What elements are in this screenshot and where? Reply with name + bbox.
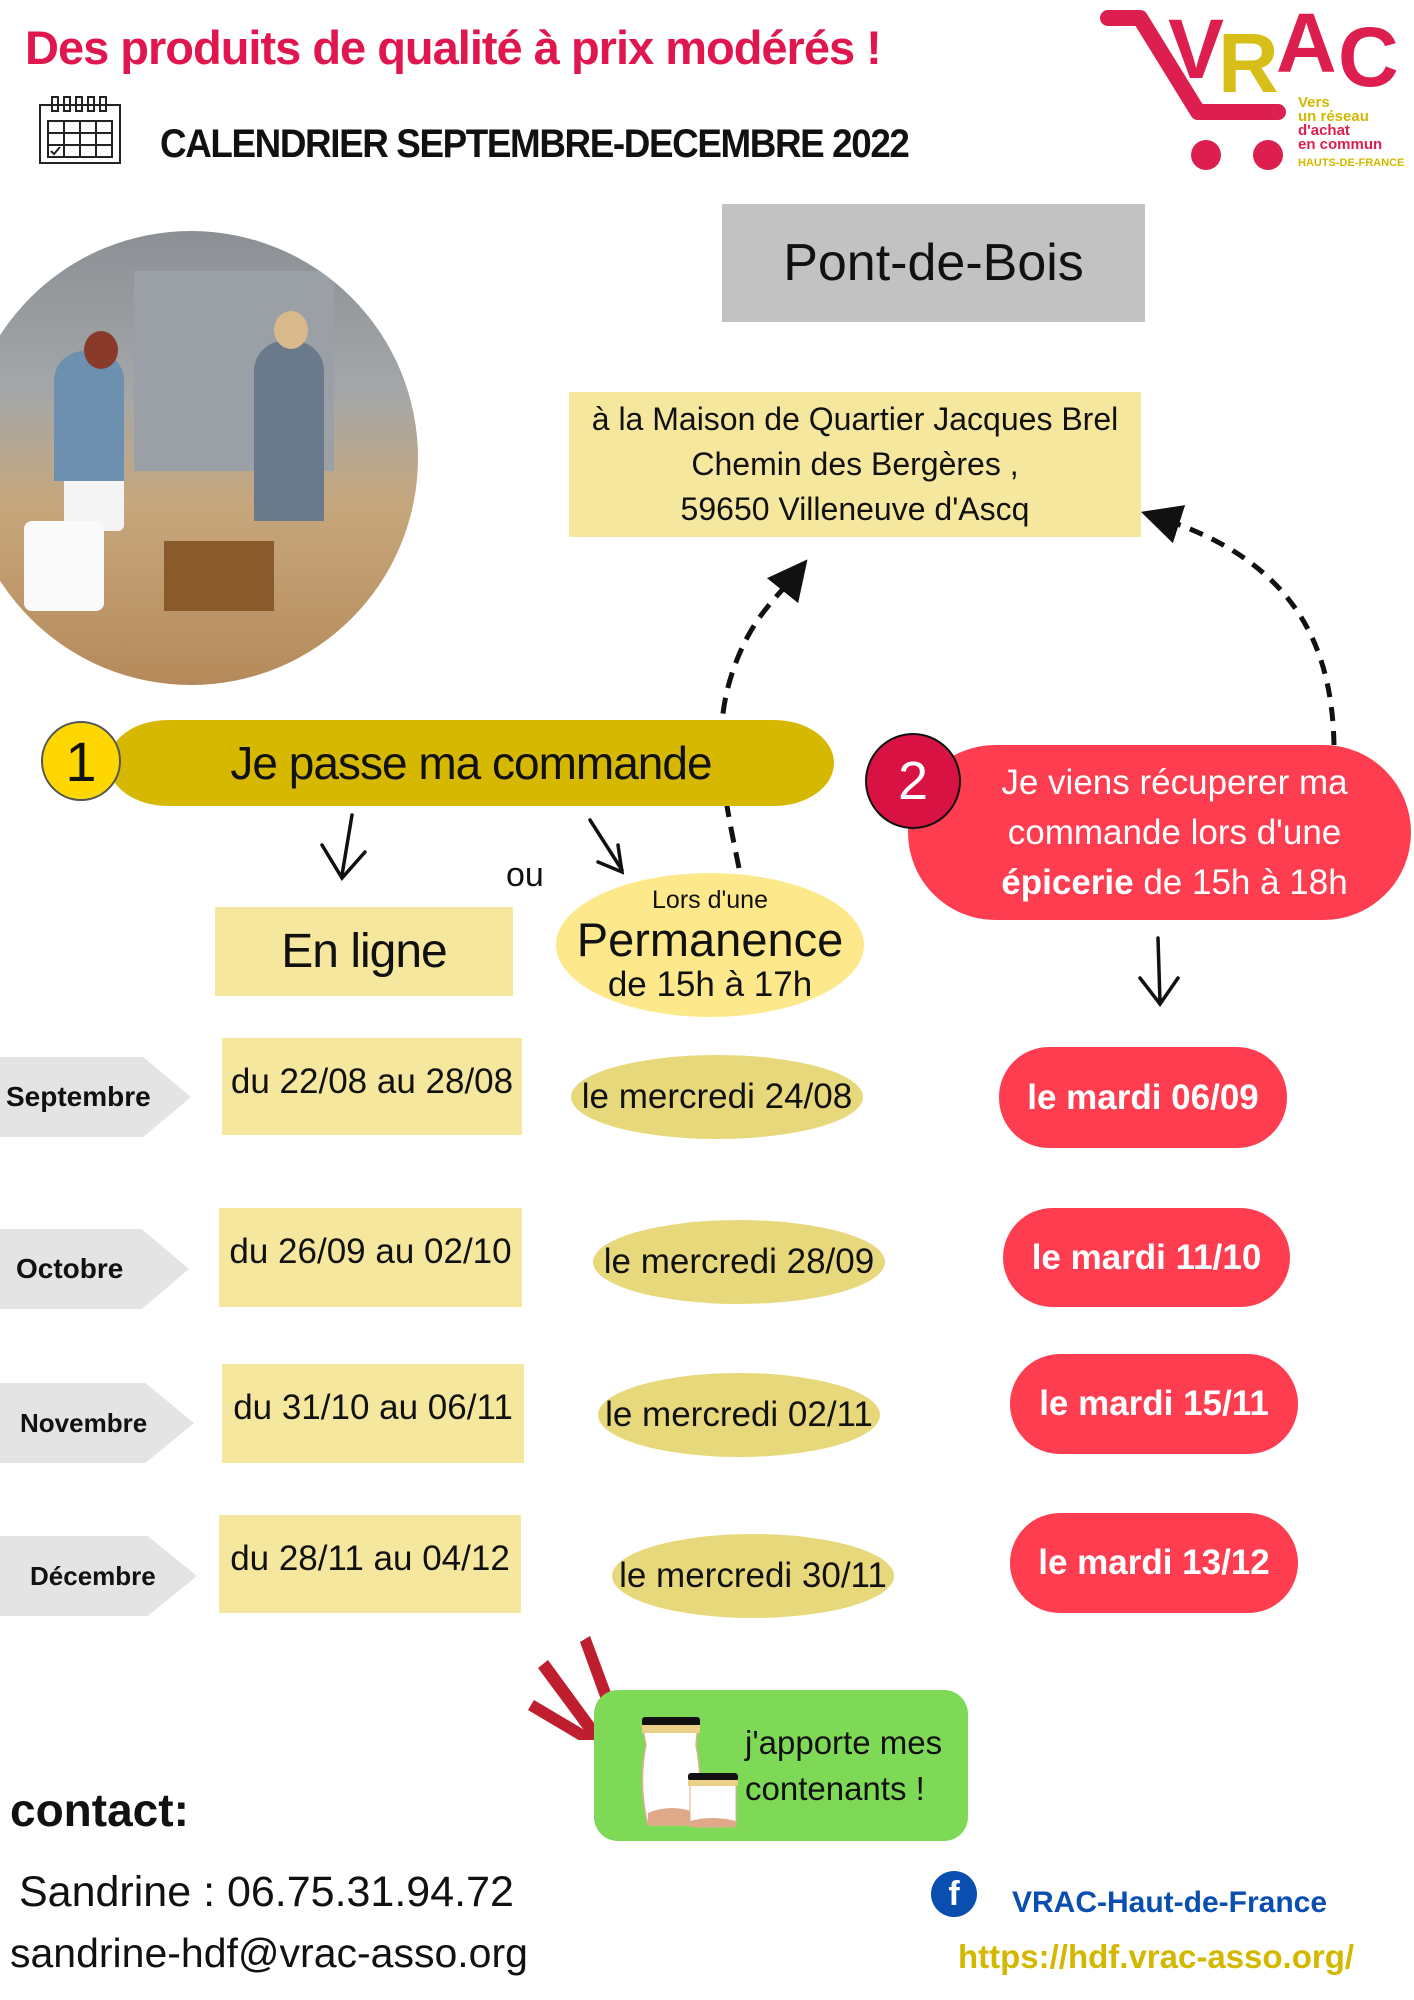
down-arrow-icon: [1138, 936, 1180, 1007]
month-label: Septembre: [0, 1057, 191, 1137]
dashed-arrow: [1140, 505, 1337, 746]
location-name: Pont-de-Bois: [722, 204, 1145, 322]
address-line: Chemin des Bergères ,: [691, 446, 1019, 482]
online-dates: du 31/10 au 06/11: [222, 1364, 524, 1463]
svg-text:R: R: [1218, 16, 1279, 110]
calendar-icon: [39, 96, 121, 164]
location-address: à la Maison de Quartier Jacques Brel Che…: [569, 392, 1141, 537]
step2-hours: de 15h à 18h: [1133, 862, 1348, 902]
calendar-heading: CALENDRIER SEPTEMBRE-DECEMBRE 2022: [160, 122, 910, 166]
page-title: Des produits de qualité à prix modérés !: [25, 21, 882, 74]
permanence-date: le mercredi 24/08: [571, 1055, 863, 1139]
step2-number-badge: 2: [865, 733, 961, 829]
pickup-date: le mardi 11/10: [1003, 1208, 1290, 1307]
down-arrow-icon: [320, 813, 367, 881]
pickup-date: le mardi 06/09: [999, 1047, 1287, 1148]
cart-logo-icon: V R A C: [1100, 0, 1399, 170]
containers-text: j'apporte mes contenants !: [745, 1720, 942, 1812]
contact-heading: contact:: [10, 1784, 189, 1836]
month-label: Novembre: [0, 1383, 194, 1463]
online-dates: du 22/08 au 28/08: [222, 1038, 522, 1135]
month-label: Décembre: [0, 1536, 197, 1616]
permanence-hours: de 15h à 17h: [607, 964, 813, 1004]
step1-number-badge: 1: [41, 721, 121, 801]
permanence-option: Lors d'une Permanence de 15h à 17h: [556, 873, 864, 1017]
permanence-title: Permanence: [576, 912, 844, 966]
or-label: ou: [506, 856, 544, 894]
containers-callout: [594, 1690, 968, 1841]
online-dates: du 28/11 au 04/12: [219, 1515, 521, 1613]
step2-line: commande lors d'une: [1007, 812, 1342, 852]
website-link[interactable]: https://hdf.vrac-asso.org/: [958, 1938, 1355, 1975]
down-arrow-icon: [588, 818, 625, 875]
step2-line: Je viens récuperer ma: [1001, 762, 1348, 802]
step2-banner: Je viens récuperer ma commande lors d'un…: [908, 745, 1411, 920]
permanence-date: le mercredi 02/11: [598, 1373, 880, 1457]
volunteers-photo: [0, 231, 418, 685]
address-line: 59650 Villeneuve d'Ascq: [680, 491, 1030, 527]
logo-tagline: d'achat: [1298, 122, 1350, 139]
permanence-date: le mercredi 30/11: [612, 1534, 894, 1618]
vrac-logo: V R A C Vers un réseau d'achat en commun…: [1098, 0, 1410, 180]
contact-email[interactable]: sandrine-hdf@vrac-asso.org: [10, 1930, 528, 1976]
logo-region: HAUTS-DE-FRANCE: [1298, 157, 1405, 169]
permanence-prefix: Lors d'une: [652, 885, 768, 914]
svg-text:C: C: [1338, 10, 1399, 104]
containers-line: j'apporte mes: [745, 1724, 943, 1761]
address-line: à la Maison de Quartier Jacques Brel: [591, 401, 1119, 437]
pickup-date: le mardi 13/12: [1010, 1513, 1298, 1613]
step1-banner: Je passe ma commande: [108, 720, 834, 806]
containers-line: contenants !: [745, 1770, 925, 1807]
logo-tagline: en commun: [1298, 136, 1383, 153]
facebook-icon[interactable]: f: [931, 1871, 977, 1917]
step1-label: Je passe ma commande: [230, 737, 712, 789]
step2-bold: épicerie: [1001, 862, 1134, 902]
online-option: En ligne: [215, 907, 513, 996]
contact-phone[interactable]: Sandrine : 06.75.31.94.72: [19, 1868, 514, 1916]
svg-text:V: V: [1168, 2, 1224, 96]
permanence-date: le mercredi 28/09: [593, 1220, 885, 1304]
online-dates: du 26/09 au 02/10: [219, 1208, 522, 1307]
jars-icon: [641, 1717, 738, 1828]
facebook-page-link[interactable]: VRAC-Haut-de-France: [1012, 1886, 1328, 1919]
dashed-arrow: [718, 559, 808, 869]
logo-tagline: un réseau: [1298, 108, 1369, 125]
svg-text:A: A: [1276, 0, 1337, 90]
month-label: Octobre: [0, 1229, 189, 1309]
pickup-date: le mardi 15/11: [1010, 1354, 1298, 1454]
logo-tagline: Vers: [1298, 94, 1330, 111]
